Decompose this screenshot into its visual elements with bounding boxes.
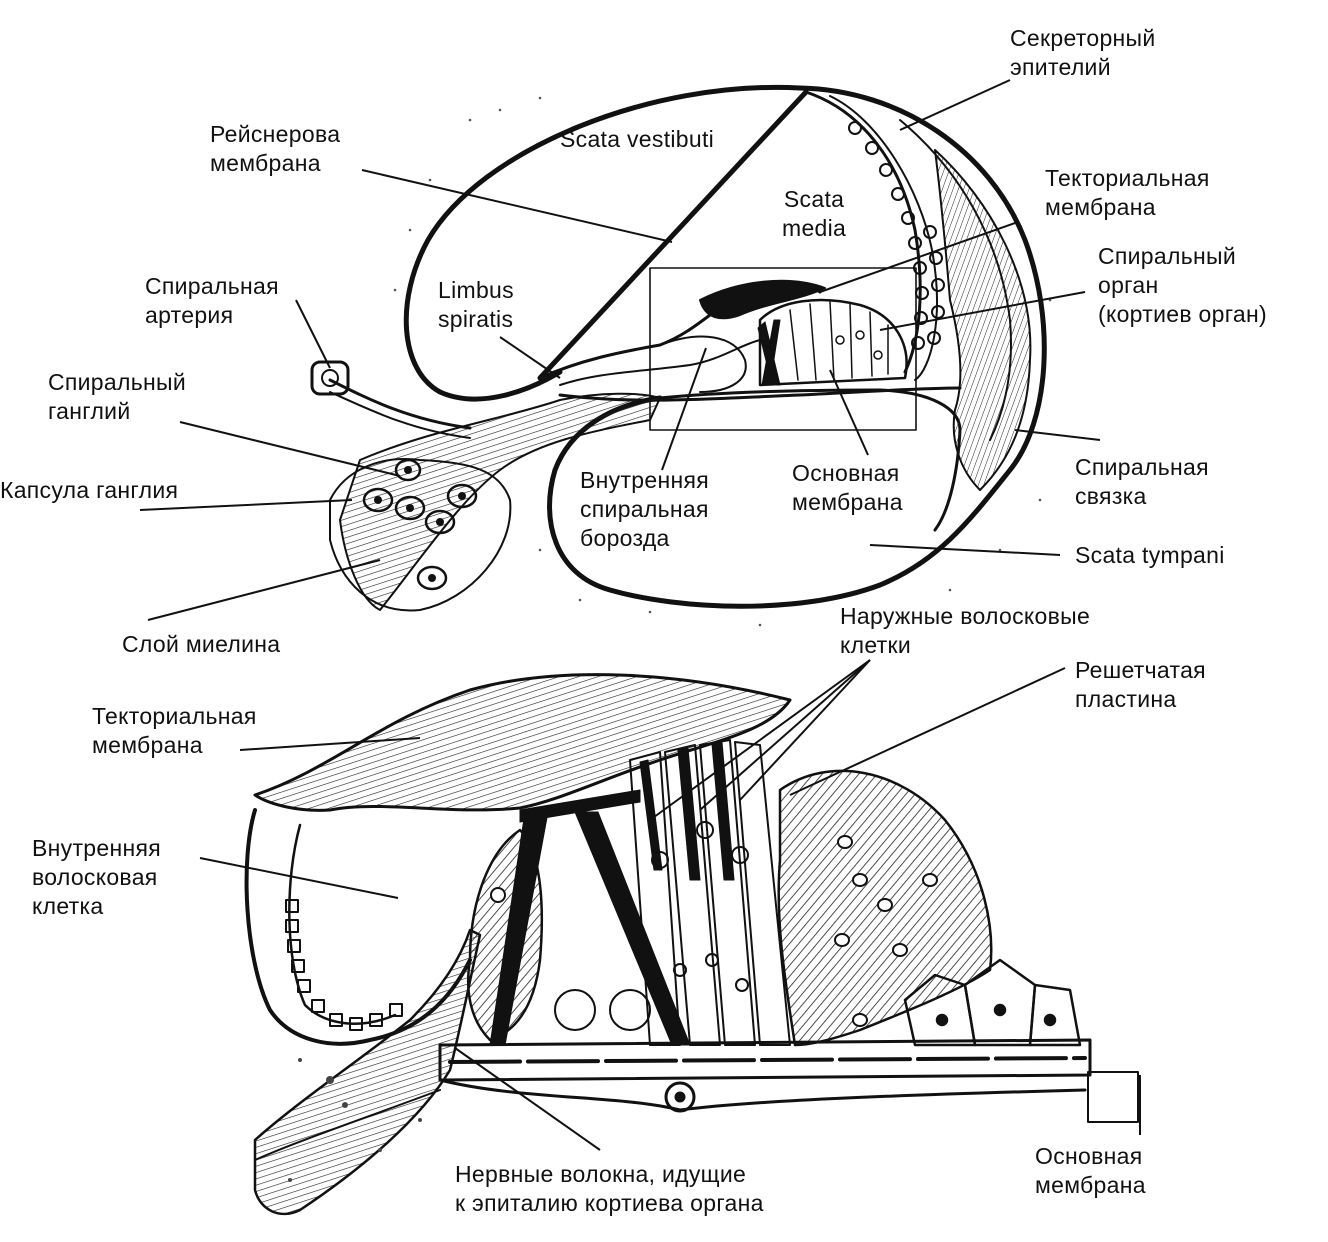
- label-ganglion-capsule: Капсула ганглия: [0, 477, 179, 503]
- stria-cells: [848, 121, 945, 350]
- label-basilar-membrane-lower: Основная мембрана: [1035, 1143, 1146, 1198]
- label-organ-of-corti: Спиральный орган (кортиев орган): [1098, 243, 1267, 327]
- basilar-membrane-end: [1087, 1071, 1139, 1123]
- sulcus-cells: [285, 899, 403, 1031]
- label-basilar-membrane-upper: Основная мембрана: [792, 460, 903, 515]
- hensen-nuclei: [834, 835, 938, 1027]
- spiral-artery-vessel: [310, 360, 350, 396]
- label-myelin-layer: Слой миелина: [122, 631, 281, 657]
- scala-vestibuli-wall: [403, 84, 803, 402]
- lower-stipple: [288, 1058, 422, 1182]
- upper-cochlear-duct-section: [310, 84, 1052, 627]
- organ-cells-upper: [789, 301, 889, 381]
- label-scala-tympani: Scata tympani: [1075, 542, 1225, 568]
- tectorial-membrane-lower: [253, 673, 792, 812]
- head-plate: [519, 789, 641, 823]
- scala-tympani-wall: [658, 388, 962, 532]
- label-inner-spiral-sulcus: Внутренняя спиральная борозда: [580, 467, 709, 551]
- hair-cell-black-stripe-1: [639, 759, 663, 871]
- label-inner-hair-cell: Внутренняя волосковая клетка: [32, 835, 161, 919]
- lower-leader-lines: [199, 659, 1141, 1151]
- label-limbus-spiralis: Limbus spiratis: [438, 277, 514, 332]
- label-reticular-lamina: Решетчатая пластина: [1075, 657, 1206, 712]
- label-nerve-fibers: Нервные волокна, идущие к эпиталию корти…: [455, 1161, 764, 1216]
- spiral-ligament: [934, 149, 1032, 491]
- hair-cell-black-stripe-3: [711, 741, 735, 881]
- label-spiral-ligament: Спиральная связка: [1075, 454, 1209, 509]
- reissner-membrane: [537, 89, 809, 381]
- organ-of-corti-upper: [758, 298, 908, 387]
- claudius-cells: [903, 958, 1082, 1047]
- inner-sulcus-upper: [659, 335, 747, 393]
- outer-hair-cells: [629, 739, 791, 1046]
- outer-cochlear-wall: [547, 85, 1047, 609]
- label-scala-vestibuli: Scata vestibuti: [560, 126, 715, 152]
- spiral-artery: [328, 378, 472, 430]
- nerve-fibers-lower: [253, 928, 482, 1216]
- label-tectorial-membrane-lower: Текториальная мембрана: [92, 703, 257, 758]
- label-spiral-ganglion: Спиральный ганглий: [48, 369, 186, 424]
- cochlear-nerve-bundle: [339, 392, 661, 611]
- lower-organ-of-corti: [244, 673, 1139, 1216]
- hair-cell-black-stripe-2: [677, 747, 701, 881]
- label-secretory-epithelium: Секреторный эпителий: [1010, 25, 1156, 80]
- ganglion-capsule: [329, 458, 512, 612]
- label-scala-media: Scata media: [782, 186, 847, 241]
- label-spiral-artery: Спиральная артерия: [145, 273, 279, 328]
- label-reissner-membrane: Рейснерова мембрана: [210, 121, 341, 176]
- label-tectorial-membrane-upper: Текториальная мембрана: [1045, 165, 1210, 220]
- hair-cell-nuclei: [651, 821, 749, 992]
- label-outer-hair-cells: Наружные волосковые клетки: [840, 603, 1091, 658]
- pillar-cells-upper: [757, 319, 781, 386]
- tectorial-membrane-upper: [699, 279, 826, 320]
- upper-leader-lines: [139, 79, 1101, 621]
- enlarged-region-frame: [649, 267, 917, 431]
